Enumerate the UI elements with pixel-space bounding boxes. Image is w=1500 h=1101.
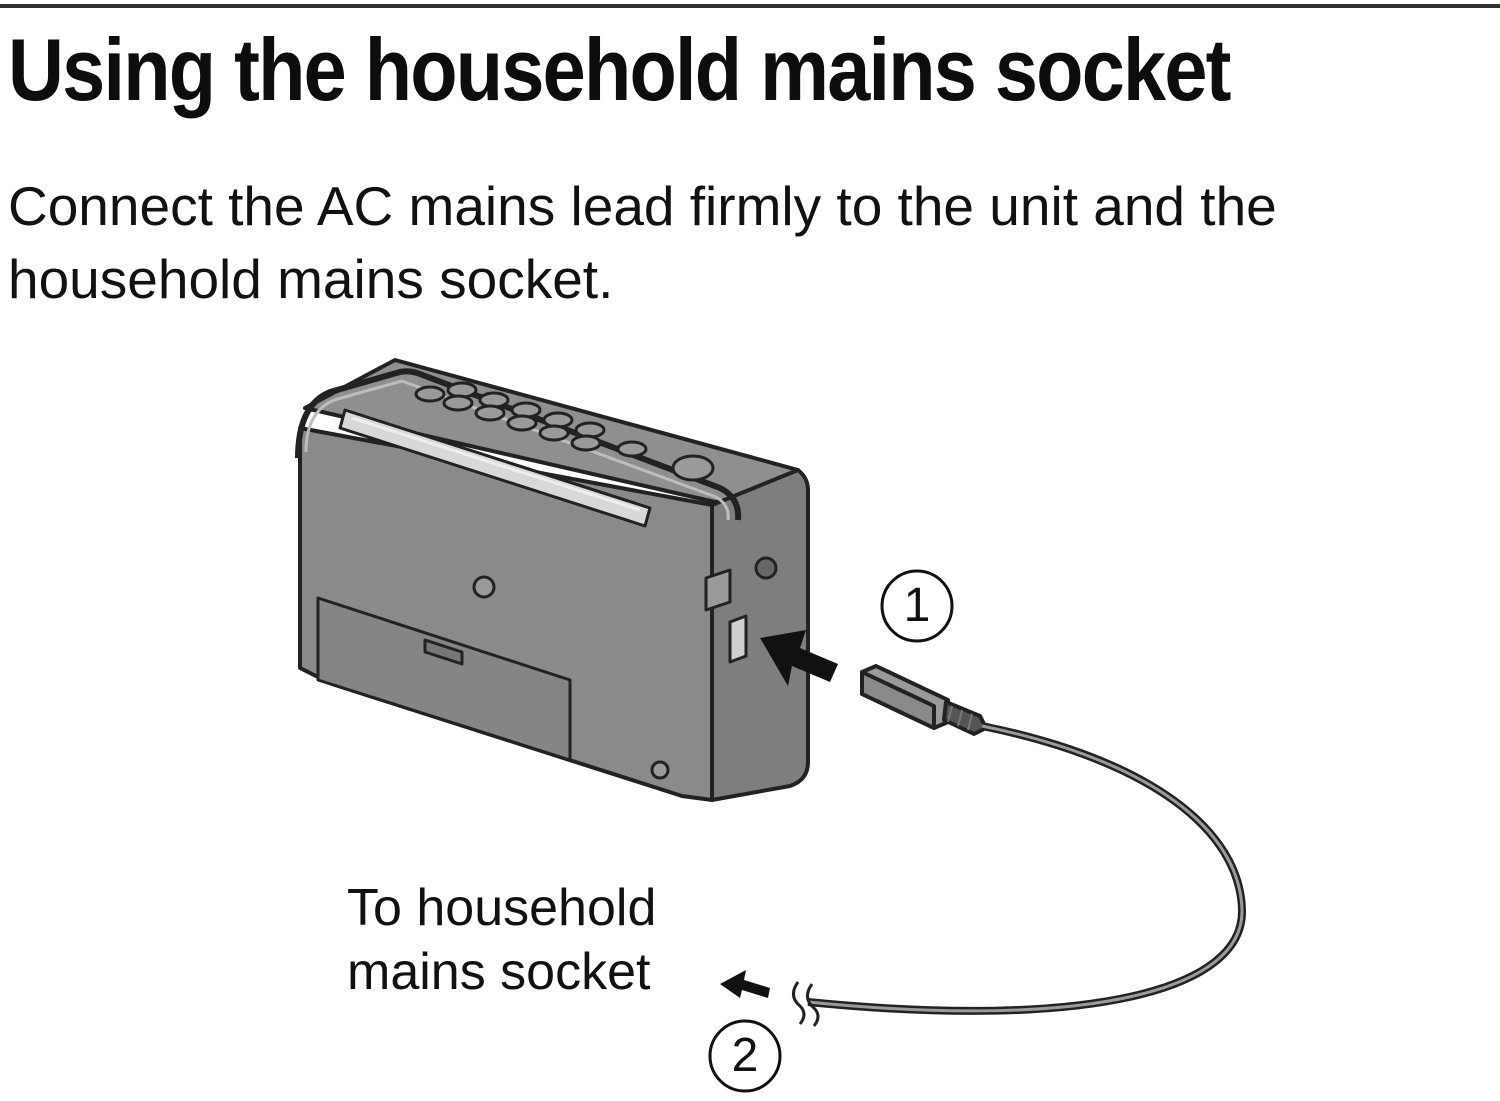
top-rule xyxy=(0,4,1500,8)
step-2-circle xyxy=(708,1019,782,1093)
mains-cable xyxy=(792,722,1247,1027)
to-socket-arrow xyxy=(720,970,770,998)
radio-unit-drawing xyxy=(295,358,810,802)
ac-plug-drawing xyxy=(860,664,988,736)
socket-label: To household mains socket xyxy=(347,876,656,1004)
instruction-text: Connect the AC mains lead firmly to the … xyxy=(8,175,1277,310)
step-2-label: 2 xyxy=(731,1029,759,1082)
socket-label-line-2: mains socket xyxy=(347,943,651,1001)
insert-arrow xyxy=(760,630,838,686)
step-1-label: 1 xyxy=(903,579,931,632)
step-1-circle xyxy=(880,569,954,643)
socket-label-line-1: To household xyxy=(347,879,657,937)
page-heading: Using the household mains socket xyxy=(8,20,1231,119)
